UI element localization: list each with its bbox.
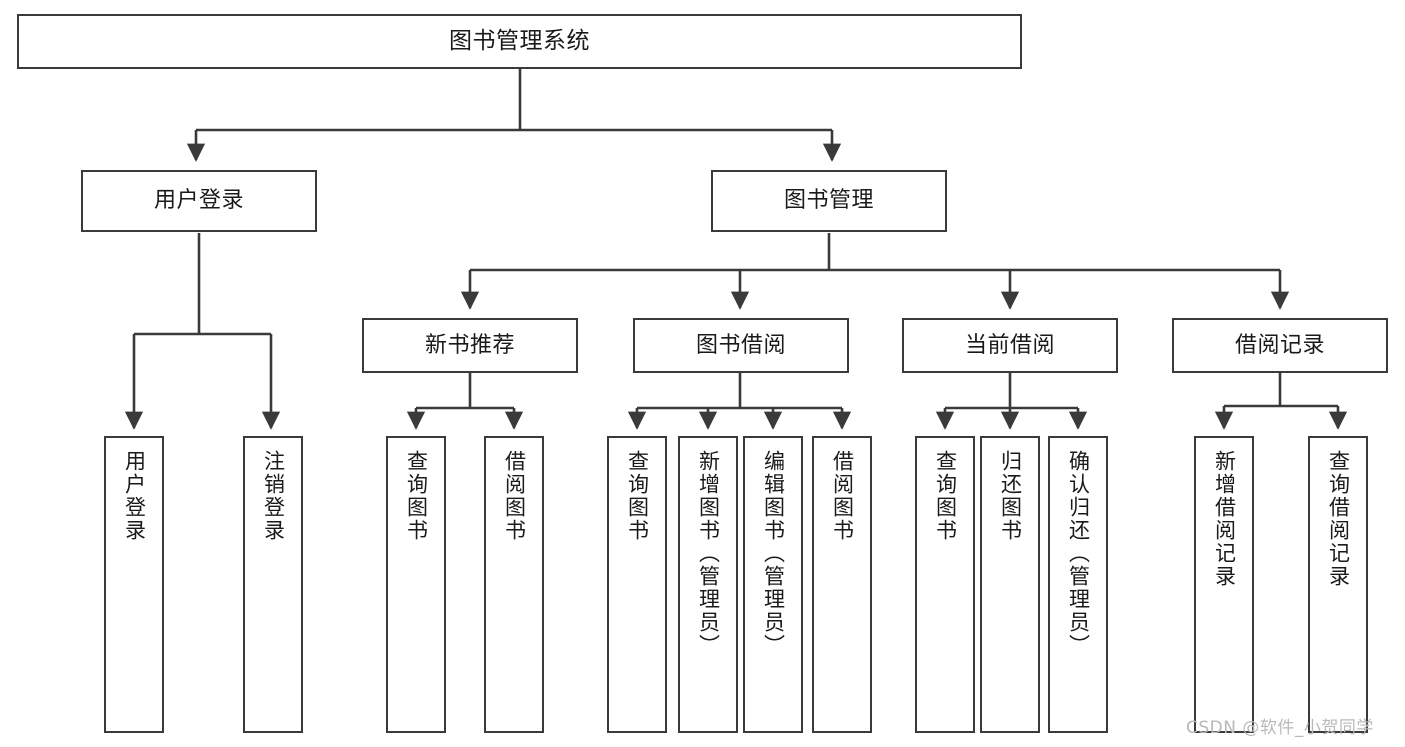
leaf-query-book-2[interactable]: 查询图书 bbox=[607, 436, 667, 733]
node-label: 图书借阅 bbox=[695, 332, 786, 358]
node-label: 借阅图书 bbox=[502, 450, 527, 542]
leaf-logout-login[interactable]: 注销登录 bbox=[243, 436, 303, 733]
leaf-return-book[interactable]: 归还图书 bbox=[980, 436, 1040, 733]
node-label: 借阅图书 bbox=[830, 450, 855, 542]
leaf-add-book[interactable]: 新增图书（管理员） bbox=[678, 436, 738, 733]
node-label: 查询图书 bbox=[933, 450, 958, 542]
csdn-watermark: CSDN @软件_小贺同学 bbox=[1186, 718, 1374, 738]
leaf-query-book-3[interactable]: 查询图书 bbox=[915, 436, 975, 733]
leaf-borrow-book-1[interactable]: 借阅图书 bbox=[484, 436, 544, 733]
node-label: 用户登录 bbox=[122, 450, 147, 542]
node-label: 归还图书 bbox=[998, 450, 1023, 542]
leaf-query-book-1[interactable]: 查询图书 bbox=[386, 436, 446, 733]
node-label: 查询图书 bbox=[404, 450, 429, 542]
node-label: 确认归还（管理员） bbox=[1066, 450, 1091, 657]
node-user-login[interactable]: 用户登录 bbox=[81, 170, 317, 232]
leaf-edit-book[interactable]: 编辑图书（管理员） bbox=[743, 436, 803, 733]
node-label: 查询借阅记录 bbox=[1326, 450, 1351, 588]
node-label: 查询图书 bbox=[625, 450, 650, 542]
node-new-book-recommend[interactable]: 新书推荐 bbox=[362, 318, 578, 373]
leaf-borrow-book-2[interactable]: 借阅图书 bbox=[812, 436, 872, 733]
leaf-add-record[interactable]: 新增借阅记录 bbox=[1194, 436, 1254, 733]
node-current-borrow[interactable]: 当前借阅 bbox=[902, 318, 1118, 373]
leaf-confirm-return[interactable]: 确认归还（管理员） bbox=[1048, 436, 1108, 733]
node-label: 新书推荐 bbox=[424, 332, 515, 358]
node-label: 注销登录 bbox=[261, 450, 286, 542]
node-book-manage[interactable]: 图书管理 bbox=[711, 170, 947, 232]
node-borrow-record[interactable]: 借阅记录 bbox=[1172, 318, 1388, 373]
node-label: 用户登录 bbox=[153, 188, 244, 214]
node-label: 图书管理系统 bbox=[449, 27, 590, 54]
leaf-query-record[interactable]: 查询借阅记录 bbox=[1308, 436, 1368, 733]
node-label: 借阅记录 bbox=[1234, 332, 1325, 358]
node-label: 图书管理 bbox=[783, 188, 874, 214]
node-label: 当前借阅 bbox=[964, 332, 1055, 358]
node-label: 新增借阅记录 bbox=[1212, 450, 1237, 588]
node-book-borrow[interactable]: 图书借阅 bbox=[633, 318, 849, 373]
node-root-system[interactable]: 图书管理系统 bbox=[17, 14, 1022, 69]
node-label: 编辑图书（管理员） bbox=[761, 450, 786, 657]
node-label: 新增图书（管理员） bbox=[696, 450, 721, 657]
leaf-user-login[interactable]: 用户登录 bbox=[104, 436, 164, 733]
